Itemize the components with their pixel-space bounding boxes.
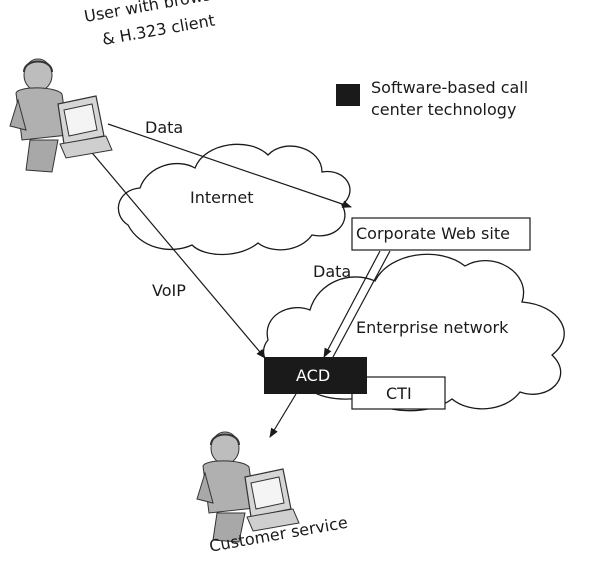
cti-box (351, 376, 446, 410)
user-with-browser-icon (9, 58, 113, 173)
legend-label-line1: Software-based call (371, 78, 529, 97)
corporate-web-site-label: Corporate Web site (356, 224, 510, 243)
data-label-top: Data (145, 118, 184, 137)
web-to-acd-line (332, 250, 391, 358)
voip-arrow-to-acd (87, 147, 266, 359)
legend-software-square (336, 84, 360, 106)
acd-label: ACD (296, 366, 331, 385)
enterprise-network-label: Enterprise network (356, 318, 509, 337)
data-label-mid: Data (313, 262, 352, 281)
data-arrow-web-to-acd (323, 250, 381, 358)
voip-label: VoIP (152, 281, 186, 300)
internet-cloud (117, 143, 351, 256)
legend-label-line2: center technology (371, 100, 517, 119)
data-arrow-to-web-site (107, 123, 352, 208)
cti-label: CTI (386, 384, 412, 403)
customer-service-agent-icon (196, 431, 300, 543)
acd-box (264, 357, 367, 394)
corporate-web-site-box (351, 217, 531, 251)
internet-label: Internet (190, 188, 254, 207)
acd-to-customer-service-arrow (269, 393, 297, 438)
